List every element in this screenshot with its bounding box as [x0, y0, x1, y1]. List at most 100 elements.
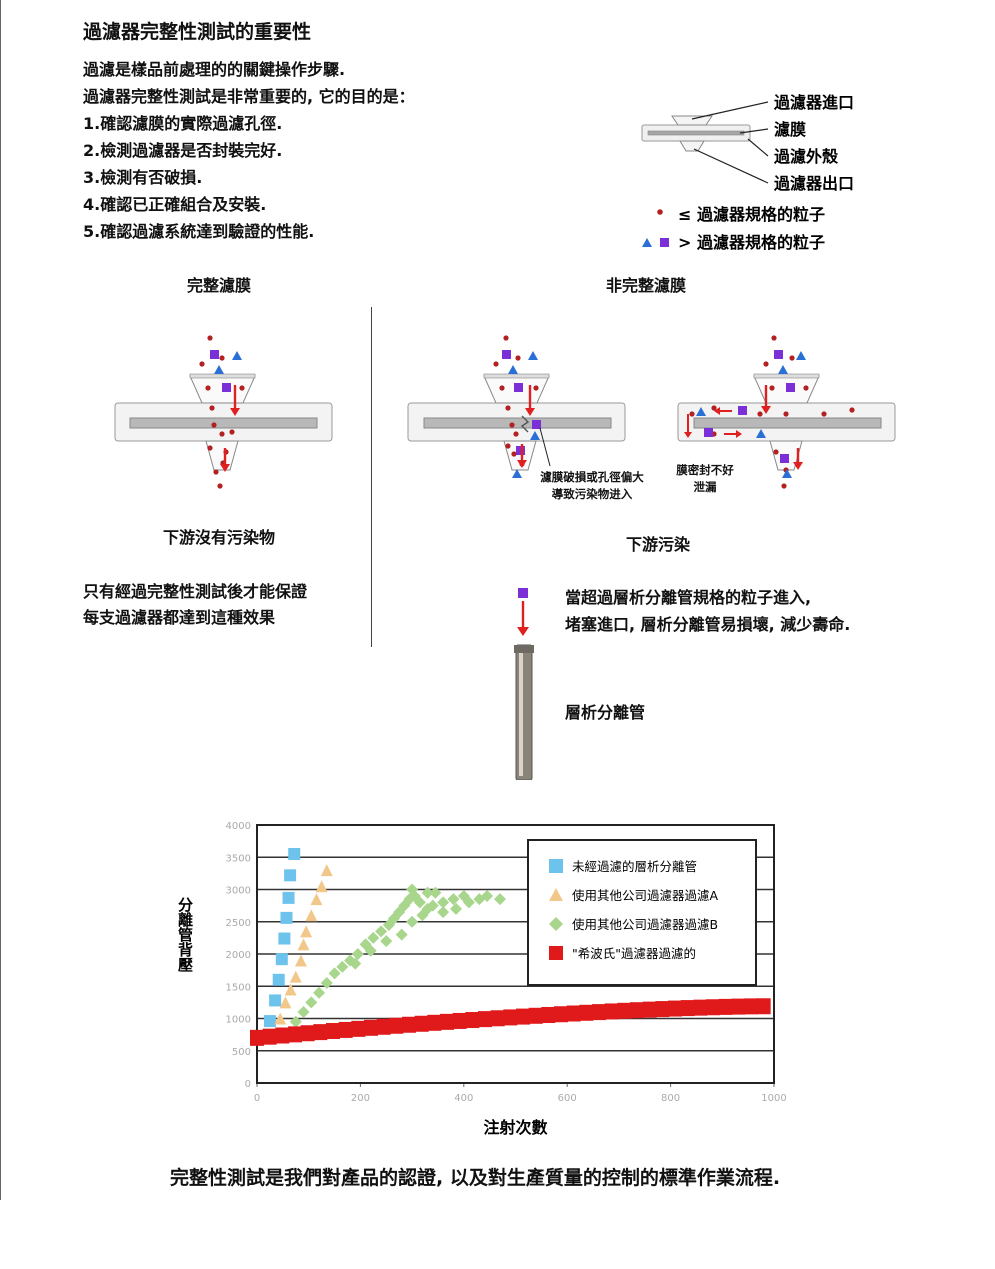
- column-diagram: [514, 588, 534, 780]
- data-point: [328, 967, 341, 980]
- seal-note: 膜密封不好 泄漏: [676, 463, 734, 494]
- page-left-rule: [0, 0, 1, 1200]
- data-point: [413, 896, 426, 909]
- data-point: [395, 928, 408, 941]
- nonintact-result: 下游污染: [626, 535, 691, 554]
- data-point: [642, 1001, 657, 1018]
- data-point: [282, 891, 295, 904]
- data-point: [344, 954, 357, 967]
- data-point: [403, 893, 416, 906]
- y-tick-label: 2500: [226, 918, 251, 929]
- data-point: [349, 957, 362, 970]
- data-point: [743, 998, 758, 1015]
- y-tick-label: 500: [232, 1047, 251, 1058]
- data-point: [406, 883, 419, 896]
- data-point: [389, 1017, 404, 1034]
- label-membrane: 濾膜: [774, 120, 806, 139]
- data-point: [421, 886, 434, 899]
- data-point: [320, 864, 333, 877]
- y-tick-label: 0: [245, 1079, 251, 1090]
- intro-line: 過濾是樣品前處理的的關鍵操作步驟.: [83, 60, 346, 79]
- y-tick-label: 4000: [226, 821, 251, 832]
- data-point: [416, 909, 429, 922]
- large-triangle-icon: [642, 238, 652, 247]
- data-point: [473, 893, 486, 906]
- data-point: [325, 1023, 340, 1040]
- data-point: [289, 1015, 302, 1028]
- data-point: [437, 906, 450, 919]
- x-tick-label: 600: [558, 1093, 577, 1104]
- legend-label: 使用其他公司過濾器過濾A: [572, 888, 719, 903]
- data-point: [297, 1006, 310, 1019]
- data-point: [553, 1006, 568, 1023]
- data-point: [351, 948, 364, 960]
- data-point: [359, 938, 372, 951]
- data-point: [447, 893, 460, 906]
- label-filter-inlet: 過濾器進口: [773, 93, 854, 112]
- data-point: [297, 938, 310, 951]
- data-point: [338, 1021, 353, 1038]
- data-point: [414, 1015, 429, 1032]
- intro-line: 5.確認過濾系統達到驗證的性能.: [83, 222, 315, 241]
- data-point: [426, 899, 439, 912]
- data-point: [515, 1008, 530, 1025]
- y-tick-label: 3500: [226, 853, 251, 864]
- guarantee-note: 只有經過完整性測試後才能保證 每支過濾器都達到這種效果: [83, 582, 308, 627]
- data-point: [406, 915, 419, 928]
- data-point: [629, 1002, 644, 1019]
- data-point: [313, 1024, 328, 1041]
- data-point: [429, 886, 442, 899]
- intro-line: 2.檢測過濾器是否封裝完好.: [83, 141, 283, 160]
- filter-schematic: [641, 101, 769, 184]
- data-point: [617, 1002, 632, 1019]
- small-particle-icon: [657, 209, 663, 215]
- data-point: [401, 1016, 416, 1033]
- data-point: [382, 918, 395, 931]
- data-point: [263, 1015, 276, 1028]
- data-point: [320, 977, 333, 990]
- data-point: [439, 1013, 454, 1030]
- damage-note: 濾膜破損或孔徑偏大 導致污染物进入: [540, 470, 644, 501]
- data-point: [718, 998, 733, 1015]
- column-tube-icon: [515, 644, 533, 780]
- data-point: [477, 1011, 492, 1028]
- data-point: [655, 1001, 670, 1018]
- data-point: [756, 998, 771, 1015]
- intro-line: 3.檢測有否破損.: [83, 168, 203, 187]
- data-point: [376, 1018, 391, 1035]
- x-axis-label: 注射次數: [483, 1118, 547, 1137]
- data-point: [294, 954, 307, 967]
- x-tick-label: 200: [351, 1093, 370, 1104]
- data-point: [300, 1025, 315, 1042]
- label-filter-outlet: 過濾器出口: [773, 174, 854, 193]
- bad-seal-diagram: [677, 335, 896, 489]
- column-note: 當超過層析分離管規格的粒子進入, 堵塞進口, 層析分離管易損壞, 減少壽命.: [565, 588, 851, 634]
- data-point: [278, 932, 291, 945]
- data-point: [250, 1029, 264, 1046]
- intact-membrane-heading: 完整濾膜: [187, 276, 252, 295]
- data-point: [380, 935, 393, 948]
- data-point: [275, 953, 288, 966]
- page-title: 過濾器完整性測試的重要性: [83, 21, 312, 43]
- damaged-membrane-diagram: [407, 335, 626, 478]
- legend-marker: [549, 946, 563, 960]
- data-point: [493, 893, 506, 906]
- y-tick-label: 3000: [226, 886, 251, 897]
- data-point: [604, 1003, 619, 1020]
- data-point: [305, 996, 318, 1009]
- data-point: [566, 1005, 581, 1022]
- footer-statement: 完整性測試是我們對產品的認證, 以及對生產質量的控制的標準作業流程.: [170, 1167, 781, 1189]
- y-axis-label: 分離管背壓: [176, 897, 194, 973]
- x-tick-label: 800: [661, 1093, 680, 1104]
- section-divider: [371, 307, 372, 647]
- data-point: [288, 848, 301, 861]
- data-point: [579, 1004, 594, 1021]
- y-tick-label: 1500: [226, 982, 251, 993]
- legend-small-particle: ≤ 過濾器規格的粒子: [678, 205, 825, 224]
- data-point: [310, 893, 323, 906]
- data-point: [705, 999, 720, 1016]
- legend-label: 使用其他公司過濾器過濾B: [572, 917, 718, 932]
- data-point: [269, 994, 282, 1007]
- data-point: [280, 911, 293, 924]
- x-tick-label: 400: [454, 1093, 473, 1104]
